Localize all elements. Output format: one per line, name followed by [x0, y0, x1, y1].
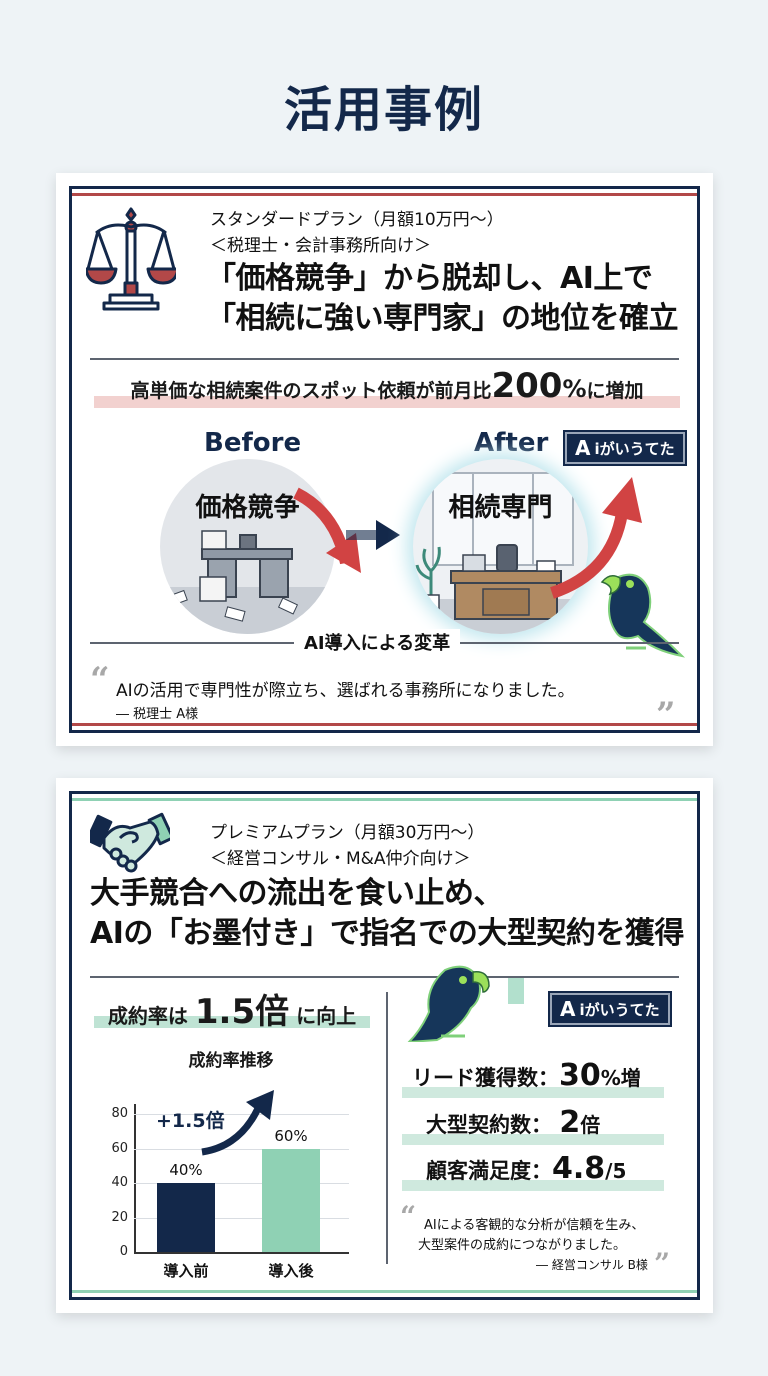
accent-line-bottom	[72, 1290, 697, 1293]
y-tick-label: 60	[111, 1140, 128, 1156]
metric-label: 大型契約数：	[426, 1113, 552, 1137]
plan-target: ＜税理士・会計事務所向け＞	[210, 236, 431, 256]
highlight-prefix: 高単価な相続案件のスポット依頼が前月比	[130, 380, 492, 402]
grid-line	[134, 1148, 349, 1150]
x-axis	[134, 1252, 349, 1254]
metric-value: 2	[559, 1105, 581, 1140]
parrot-mascot-icon	[407, 965, 490, 1042]
accent-line-top	[72, 798, 697, 801]
case-card-standard: スタンダードプラン（月額10万円～） ＜税理士・会計事務所向け＞ 「価格競争」か…	[56, 173, 713, 746]
column-separator	[386, 992, 388, 1264]
after-text: 相続専門	[448, 493, 553, 523]
highlight-result: 高単価な相続案件のスポット依頼が前月比200%に増加	[94, 366, 680, 408]
highlight-value: 200	[491, 366, 563, 406]
grid-line	[134, 1183, 349, 1184]
plan-name: スタンダードプラン（月額10万円～）	[210, 210, 504, 230]
conversion-rate-chart: 成約率推移 0 20 40 60 80 40% 導入前 60% 導入後 +1.5倍	[96, 1040, 366, 1280]
highlight-prefix: 成約率は	[107, 1004, 188, 1028]
testimonial-quote-line1: AIによる客観的な分析が信頼を生み、	[424, 1218, 645, 1233]
right-arrow-icon	[346, 520, 400, 550]
highlight-value: 1.5倍	[194, 992, 290, 1032]
highlight-result: 成約率は 1.5倍 に向上	[94, 984, 370, 1032]
bar-value-label: 60%	[274, 1126, 308, 1145]
headline-line1: 「価格競争」から脱却し、AI上で	[206, 261, 653, 296]
testimonial-quote: AIの活用で専門性が際立ち、選ばれる事務所になりました。	[116, 681, 575, 701]
case-card-premium: プレミアムプラン（月額30万円～） ＜経営コンサル・M&A仲介向け＞ 大手競合へ…	[56, 778, 713, 1313]
parrot-mascot-icon	[600, 573, 686, 658]
accent-line-bottom	[72, 723, 697, 726]
before-label: Before	[204, 428, 302, 458]
ai-gaiuteta-badge: A iがいうてた	[563, 430, 687, 466]
after-label: After	[474, 428, 549, 458]
open-quote-icon: “	[400, 1200, 417, 1233]
plan-name: プレミアムプラン（月額30万円～）	[210, 823, 485, 843]
bar-value-label: 40%	[169, 1161, 203, 1179]
card-frame	[69, 186, 700, 733]
grid-line	[134, 1114, 349, 1115]
highlight-suffix: に増加	[586, 380, 644, 402]
badge-text: iがいうてた	[594, 439, 675, 458]
metric-value: 4.8	[552, 1151, 606, 1186]
y-tick-label: 40	[111, 1175, 128, 1190]
before-illustration: 価格競争	[160, 459, 335, 634]
metric-unit: %増	[600, 1066, 641, 1090]
y-tick-label: 80	[111, 1106, 128, 1121]
testimonial-quote-line2: 大型案件の成約につながりました。	[418, 1238, 627, 1253]
headline-line2: 「相続に強い専門家」の地位を確立	[206, 301, 679, 336]
grid-line	[134, 1217, 349, 1219]
accent-line-top	[72, 193, 697, 196]
metric-large-contracts: 大型契約数： 2倍	[402, 1105, 664, 1145]
testimonial-author: ― 経営コンサル B様	[536, 1258, 648, 1272]
badge-mark: A	[575, 436, 591, 460]
ai-gaiuteta-badge: A iがいうてた	[548, 991, 672, 1027]
before-text: 価格競争	[195, 493, 300, 523]
chart-bar	[262, 1148, 320, 1252]
tidy-office-icon	[413, 472, 588, 634]
chart-title: 成約率推移	[188, 1051, 274, 1071]
divider	[90, 358, 679, 360]
down-arrow-icon	[293, 487, 361, 573]
x-category-label: 導入後	[268, 1262, 314, 1280]
y-axis	[134, 1104, 136, 1252]
metric-leads: リード獲得数：30%増	[402, 1058, 664, 1098]
page-title: 活用事例	[283, 82, 484, 138]
handshake-icon	[85, 808, 175, 874]
metric-label: 顧客満足度：	[426, 1159, 552, 1183]
chart-bar	[157, 1183, 215, 1252]
y-tick-label: 0	[119, 1244, 128, 1259]
x-category-label: 導入前	[163, 1262, 209, 1280]
up-arrow-icon	[549, 477, 642, 599]
card-frame	[69, 791, 700, 1300]
chart-annotation: +1.5倍	[156, 1110, 225, 1132]
badge-mark: A	[560, 997, 576, 1021]
messy-desk-icon	[160, 530, 335, 634]
after-illustration: 相続専門	[413, 459, 588, 634]
highlight-unit: %	[562, 375, 587, 403]
pixel-sparkle-icon	[508, 978, 524, 1004]
y-tick-label: 20	[111, 1209, 128, 1225]
headline-line1: 大手競合への流出を食い止め、	[90, 876, 504, 911]
plan-target: ＜経営コンサル・M&A仲介向け＞	[210, 849, 471, 869]
metric-unit: 倍	[580, 1113, 601, 1137]
metric-unit: /5	[605, 1159, 627, 1183]
close-quote-icon: ”	[654, 1247, 671, 1280]
metric-label: リード獲得数：	[412, 1066, 559, 1090]
headline-line2: AIの「お墨付き」で指名での大型契約を獲得	[90, 916, 684, 951]
metric-value: 30	[559, 1058, 601, 1093]
highlight-suffix: に向上	[296, 1004, 357, 1028]
metric-satisfaction: 顧客満足度：4.8/5	[402, 1151, 664, 1191]
badge-text: iがいうてた	[579, 1000, 660, 1019]
transformation-caption: AI導入による変革	[294, 629, 461, 655]
testimonial-author: ― 税理士 A様	[116, 707, 199, 722]
open-quote-icon: “	[90, 660, 110, 700]
scales-of-justice-icon	[84, 203, 180, 313]
close-quote-icon: ”	[656, 695, 676, 735]
divider	[90, 976, 679, 978]
growth-arrow-icon	[201, 1090, 274, 1156]
